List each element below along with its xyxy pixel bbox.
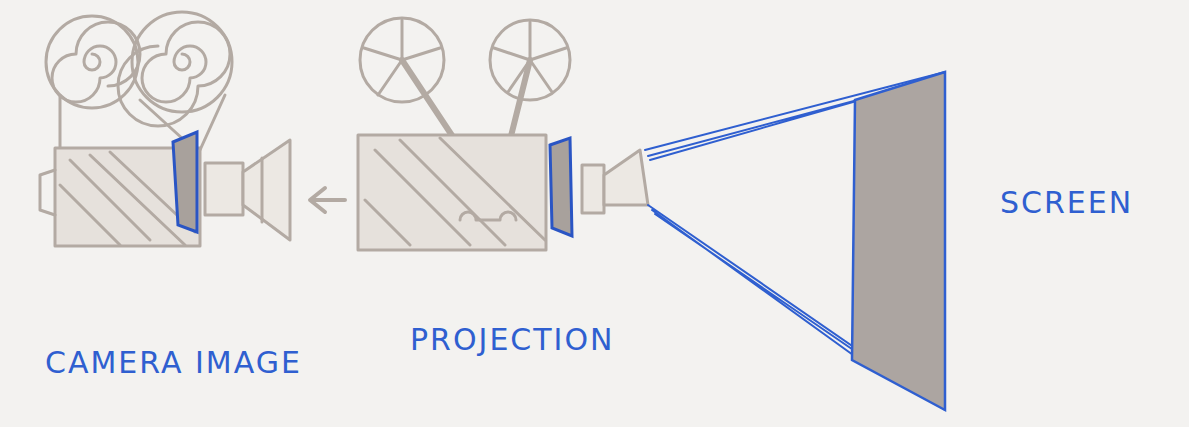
- light-beam: [645, 72, 945, 410]
- caption-label: PROJECTION: [410, 322, 615, 357]
- film-projector: [358, 18, 648, 250]
- film-camera: [40, 12, 345, 246]
- caption-label: CAMERA IMAGE: [45, 345, 302, 380]
- caption-label: SCREEN: [1000, 185, 1133, 220]
- projector-frame: [550, 138, 572, 236]
- camera-frame: [173, 132, 197, 232]
- projection-screen: [852, 72, 945, 410]
